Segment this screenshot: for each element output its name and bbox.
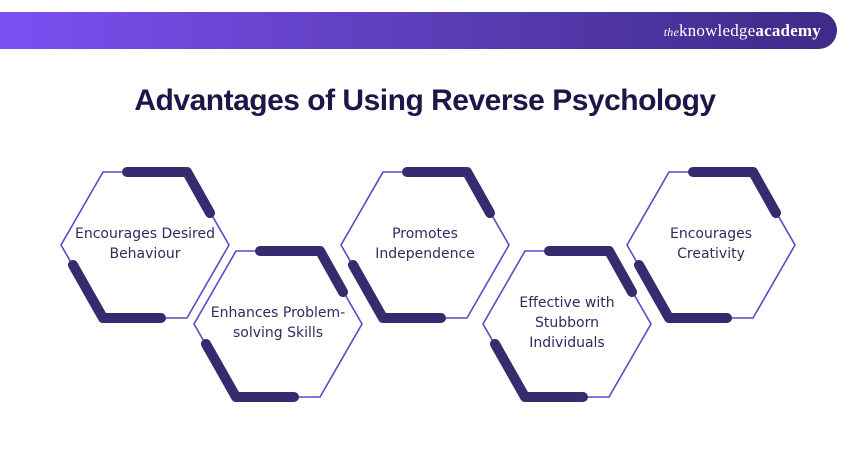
hexagon-label: Enhances Problem-solving Skills bbox=[210, 305, 346, 341]
hexagon-shape-icon bbox=[626, 167, 796, 323]
hexagon-encourages-creativity: Encourages Creativity bbox=[623, 167, 799, 323]
hexagon-label: Encourages Creativity bbox=[670, 226, 752, 262]
logo-knowledge: knowledge bbox=[678, 20, 756, 40]
page-title: Advantages of Using Reverse Psychology bbox=[134, 84, 716, 117]
hexagon-shape-icon bbox=[193, 246, 363, 402]
hexagon-effective-with-stubborn-individuals: Effective with Stubborn Individuals bbox=[479, 246, 655, 402]
hexagon-promotes-independence: Promotes Independence bbox=[337, 167, 513, 323]
logo-the: the bbox=[663, 24, 679, 39]
hexagon-label: Encourages Desired Behaviour bbox=[75, 226, 215, 262]
logo-academy: academy bbox=[755, 20, 821, 40]
hexagon-enhances-problem-solving-skills: Enhances Problem-solving Skills bbox=[190, 246, 366, 402]
brand-logo: theknowledgeacademy bbox=[664, 21, 821, 41]
header-bar: theknowledgeacademy bbox=[0, 12, 837, 49]
hexagon-shape-icon bbox=[482, 246, 652, 402]
hexagon-label: Effective with Stubborn Individuals bbox=[519, 295, 615, 351]
hexagon-shape-icon bbox=[340, 167, 510, 323]
hexagon-label: Promotes Independence bbox=[375, 226, 475, 262]
hexagon-shape-icon bbox=[60, 167, 230, 323]
hexagon-encourages-desired-behaviour: Encourages Desired Behaviour bbox=[57, 167, 233, 323]
